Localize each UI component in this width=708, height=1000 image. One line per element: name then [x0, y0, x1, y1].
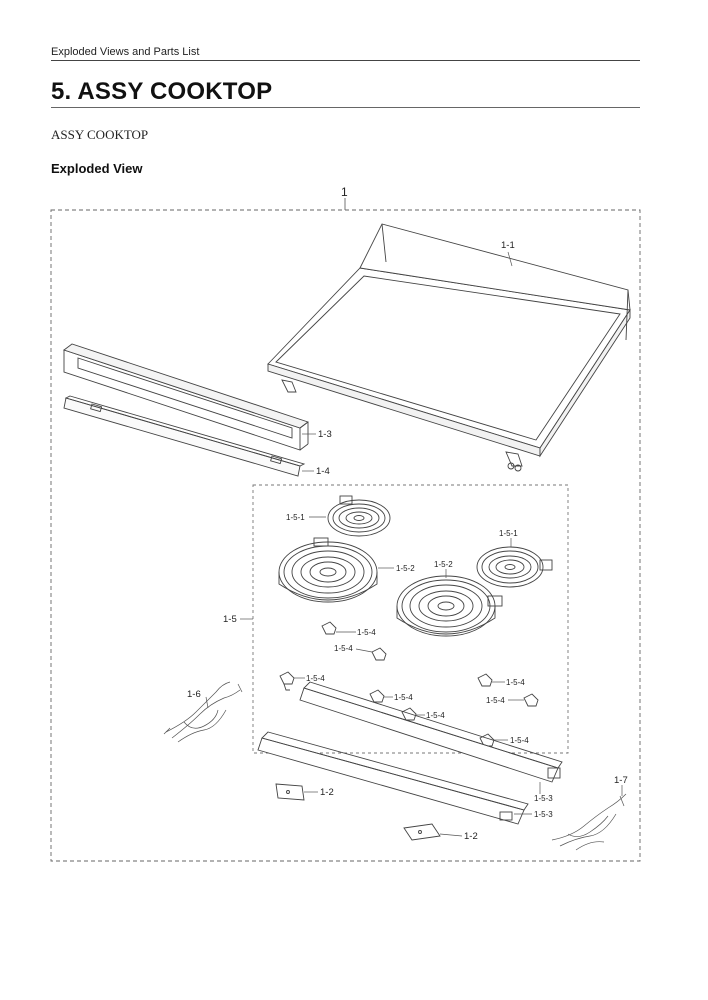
- assembly-boundary: [50, 209, 641, 862]
- callout-1-1: 1-1: [501, 240, 515, 251]
- wire-harness-right: [551, 793, 627, 851]
- callout-1-5-3-a: 1-5-3: [534, 794, 553, 803]
- callout-1-5-4-h: 1-5-4: [510, 736, 529, 745]
- running-header: Exploded Views and Parts List: [51, 46, 200, 58]
- callout-1-3: 1-3: [318, 429, 332, 440]
- support-bracket-b: [257, 731, 529, 825]
- callout-1-5-3-b: 1-5-3: [534, 810, 553, 819]
- callout-1-4: 1-4: [316, 466, 330, 477]
- callout-1-5-4-b: 1-5-4: [334, 644, 353, 653]
- callout-1: 1: [341, 185, 348, 199]
- section-subtitle: ASSY COOKTOP: [51, 127, 149, 142]
- section-title: 5. ASSY COOKTOP: [51, 78, 273, 105]
- clip-part-c: [279, 671, 295, 691]
- callout-1-5-1-b: 1-5-1: [499, 529, 518, 538]
- frame-rail-part: [63, 395, 306, 477]
- title-rule: [51, 107, 640, 108]
- callout-1-5-4-c: 1-5-4: [306, 674, 325, 683]
- callout-1-5-1-a: 1-5-1: [286, 513, 305, 522]
- callout-1-5-4-a: 1-5-4: [357, 628, 376, 637]
- clip-part-g: [523, 693, 539, 707]
- header-rule: [51, 60, 640, 61]
- exploded-view-heading: Exploded View: [51, 161, 143, 176]
- callout-1-2-b: 1-2: [464, 831, 478, 842]
- clip-part-e: [401, 707, 417, 721]
- mount-plate-a: [275, 783, 305, 801]
- wire-harness-left: [163, 681, 243, 743]
- control-trim-part: [63, 343, 309, 451]
- radiant-element-small-b: [476, 546, 553, 588]
- callout-1-5-4-e: 1-5-4: [426, 711, 445, 720]
- callout-1-5-4-g: 1-5-4: [486, 696, 505, 705]
- radiant-element-large-b: [396, 575, 503, 637]
- callout-1-5-2-b: 1-5-2: [434, 560, 453, 569]
- clip-part-f: [477, 673, 493, 687]
- callout-1-5-4-f: 1-5-4: [506, 678, 525, 687]
- callout-1-7: 1-7: [614, 775, 628, 786]
- callout-1-2-a: 1-2: [320, 787, 334, 798]
- support-bracket-a: [299, 681, 563, 783]
- radiant-element-small-a: [327, 495, 391, 537]
- radiant-element-large-a: [278, 537, 378, 603]
- callout-1-5-2-a: 1-5-2: [396, 564, 415, 573]
- clip-part-a: [321, 621, 337, 635]
- clip-part-b: [371, 647, 387, 661]
- callout-1-5-4-d: 1-5-4: [394, 693, 413, 702]
- cooktop-glass-part: [267, 223, 631, 472]
- callout-1-6: 1-6: [187, 689, 201, 700]
- mount-plate-b: [403, 823, 441, 841]
- clip-part-d: [369, 689, 385, 703]
- callout-1-5: 1-5: [223, 614, 237, 625]
